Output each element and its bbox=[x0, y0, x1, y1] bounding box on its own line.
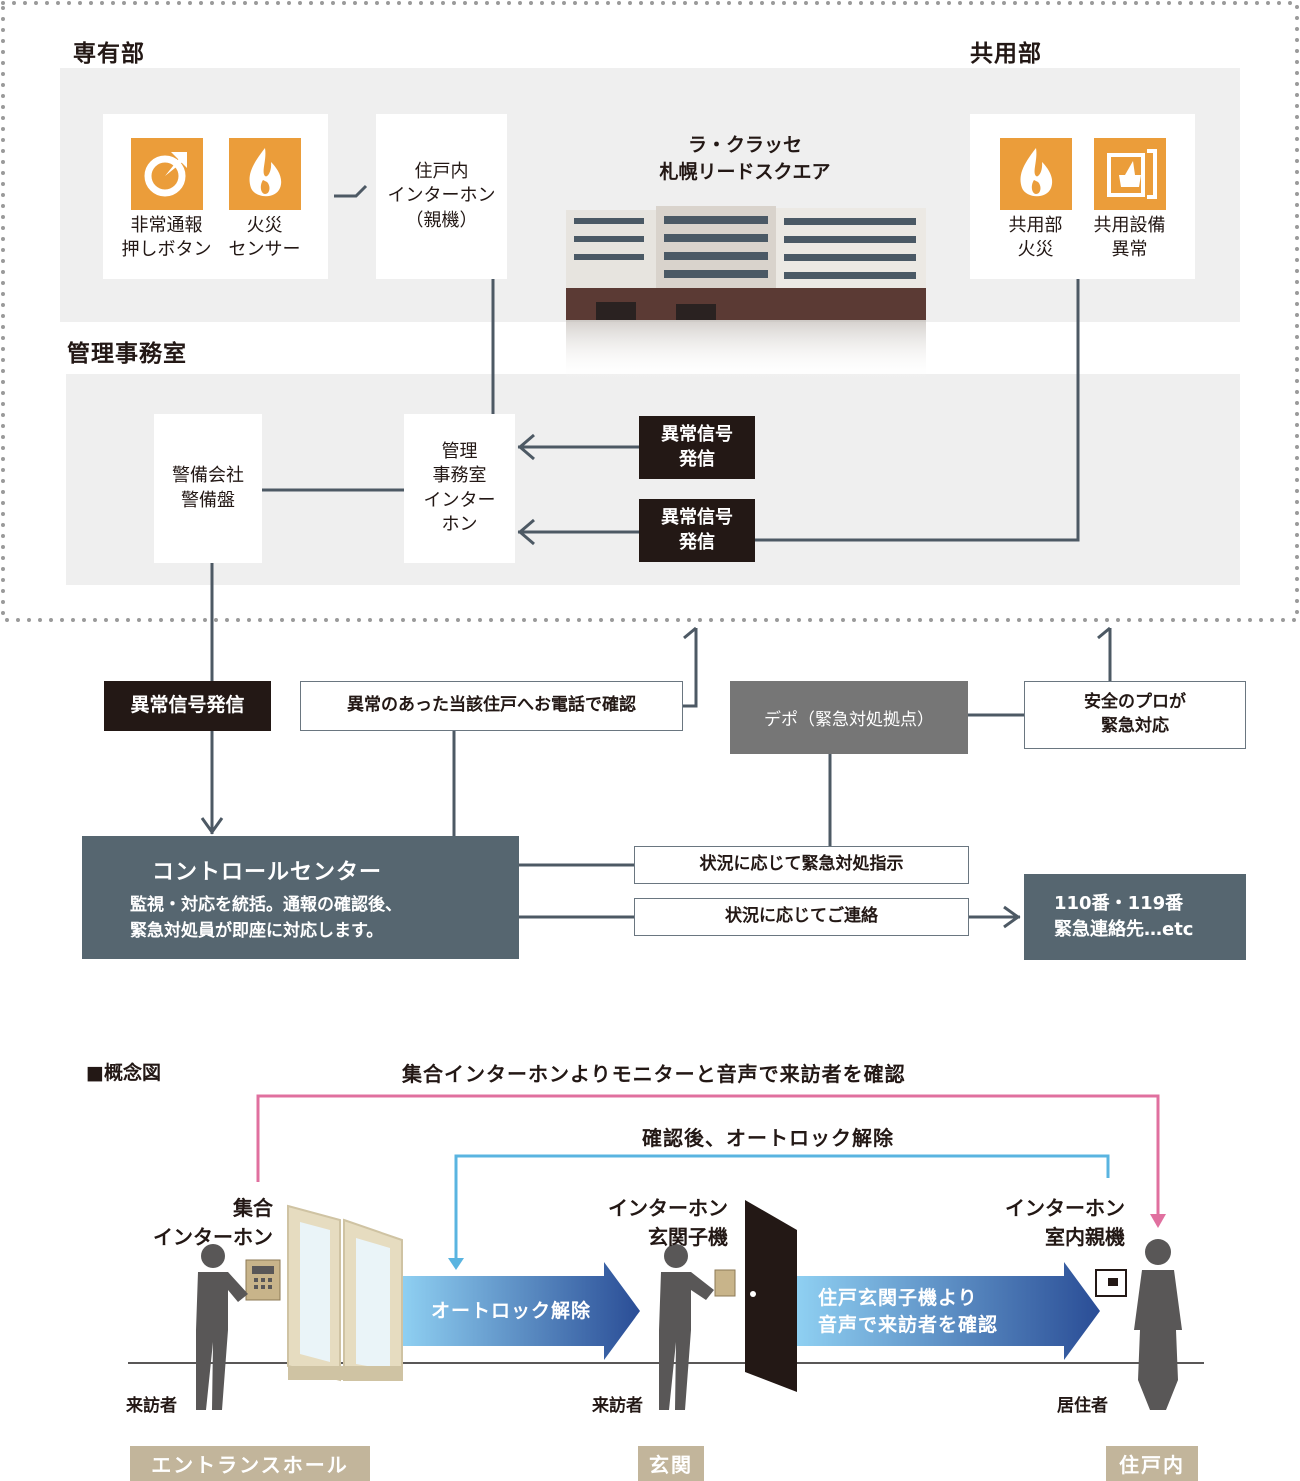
fire-icon bbox=[228, 138, 301, 210]
equipment-alert-icon bbox=[1093, 138, 1166, 210]
dotted-boundary bbox=[1, 1, 1299, 622]
common-devices-box: 共用部 火災 共用設備 異常 bbox=[970, 114, 1195, 279]
visitor-2-label: 来訪者 bbox=[592, 1396, 643, 1416]
management-office-title: 管理事務室 bbox=[67, 341, 187, 367]
indoor-tag: 住戸内 bbox=[1106, 1446, 1198, 1481]
private-devices-box: 非常通報 押しボタン 火災 センサー bbox=[103, 114, 328, 279]
entrance-intercom-label: 集合 インターホン bbox=[153, 1196, 273, 1249]
security-panel-box: 警備会社 警備盤 bbox=[154, 414, 262, 563]
common-equipment-label: 共用設備 異常 bbox=[1093, 215, 1166, 261]
common-area-title: 共用部 bbox=[970, 41, 1042, 67]
signal-send-box: 異常信号発信 bbox=[104, 681, 271, 731]
control-center-desc: 監視・対応を統括。通報の確認後、 緊急対処員が即座に対応します。 bbox=[130, 895, 402, 942]
connector-lines bbox=[1, 1, 1299, 622]
indoor-intercom-box: 住戸内 インターホン （親機） bbox=[376, 114, 507, 279]
emergency-numbers-box: 110番・119番 緊急連絡先…etc bbox=[1024, 874, 1246, 960]
building-photo bbox=[566, 206, 926, 380]
emergency-button-icon bbox=[130, 138, 203, 210]
entrance-doors bbox=[287, 1204, 403, 1382]
control-center-box: コントロールセンター 監視・対応を統括。通報の確認後、 緊急対処員が即座に対応し… bbox=[82, 836, 519, 959]
depot-box: デポ（緊急対処拠点） bbox=[730, 681, 968, 754]
autolock-arrow-label: オートロック解除 bbox=[431, 1300, 592, 1322]
signal-box-1: 異常信号 発信 bbox=[639, 416, 755, 479]
safety-pro-box: 安全のプロが 緊急対応 bbox=[1024, 681, 1246, 749]
blue-loop-line bbox=[454, 1154, 1110, 1260]
visitor-1-label: 来訪者 bbox=[126, 1396, 177, 1416]
contact-box: 状況に応じてご連絡 bbox=[634, 898, 969, 936]
phone-confirm-box: 異常のあった当該住戸へお電話で確認 bbox=[300, 681, 683, 731]
signal-box-2: 異常信号 発信 bbox=[639, 499, 755, 562]
concept-top-label: 集合インターホンよりモニターと音声で来訪者を確認 bbox=[402, 1062, 906, 1086]
security-panel-label: 警備会社 警備盤 bbox=[172, 465, 244, 511]
front-door-tag: 玄関 bbox=[638, 1446, 704, 1481]
emergency-button-label: 非常通報 押しボタン bbox=[121, 215, 212, 261]
office-intercom-box: 管理 事務室 インター ホン bbox=[404, 414, 515, 563]
concept-illustration bbox=[128, 1094, 1204, 1410]
flow-connectors bbox=[200, 279, 1112, 929]
front-door bbox=[745, 1200, 797, 1392]
concept-heading: ■概念図 bbox=[86, 1062, 161, 1084]
indoor-master-label: インターホン 室内親機 bbox=[1005, 1196, 1125, 1249]
autolock-arrow bbox=[402, 1262, 640, 1360]
common-fire-label: 共用部 火災 bbox=[1008, 215, 1063, 261]
visitor-figure-2 bbox=[659, 1244, 714, 1410]
pink-loop-line bbox=[256, 1094, 1160, 1216]
building-name: ラ・クラッセ 札幌リードスクエア bbox=[659, 134, 831, 183]
control-center-title: コントロールセンター bbox=[152, 860, 383, 885]
fire-sensor-label: 火災 センサー bbox=[228, 215, 301, 261]
entrance-hall-tag: エントランスホール bbox=[130, 1446, 370, 1481]
resident-label: 居住者 bbox=[1057, 1396, 1108, 1416]
resident-figure bbox=[1134, 1239, 1182, 1410]
door-intercom-label: インターホン 玄関子機 bbox=[608, 1196, 728, 1249]
voice-arrow bbox=[797, 1262, 1100, 1360]
arrow-to-indoor-intercom bbox=[334, 184, 368, 198]
office-intercom-label: 管理 事務室 インター ホン bbox=[423, 440, 496, 535]
instruction-box: 状況に応じて緊急対処指示 bbox=[634, 846, 969, 884]
common-fire-icon bbox=[999, 138, 1072, 210]
indoor-intercom-label: 住戸内 インターホン （親機） bbox=[387, 161, 496, 231]
concept-mid-label: 確認後、オートロック解除 bbox=[642, 1126, 894, 1150]
visitor-figure-1 bbox=[196, 1244, 248, 1410]
private-area-title: 専有部 bbox=[73, 41, 145, 67]
voice-arrow-label: 住戸玄関子機より 音声で来訪者を確認 bbox=[818, 1287, 999, 1336]
